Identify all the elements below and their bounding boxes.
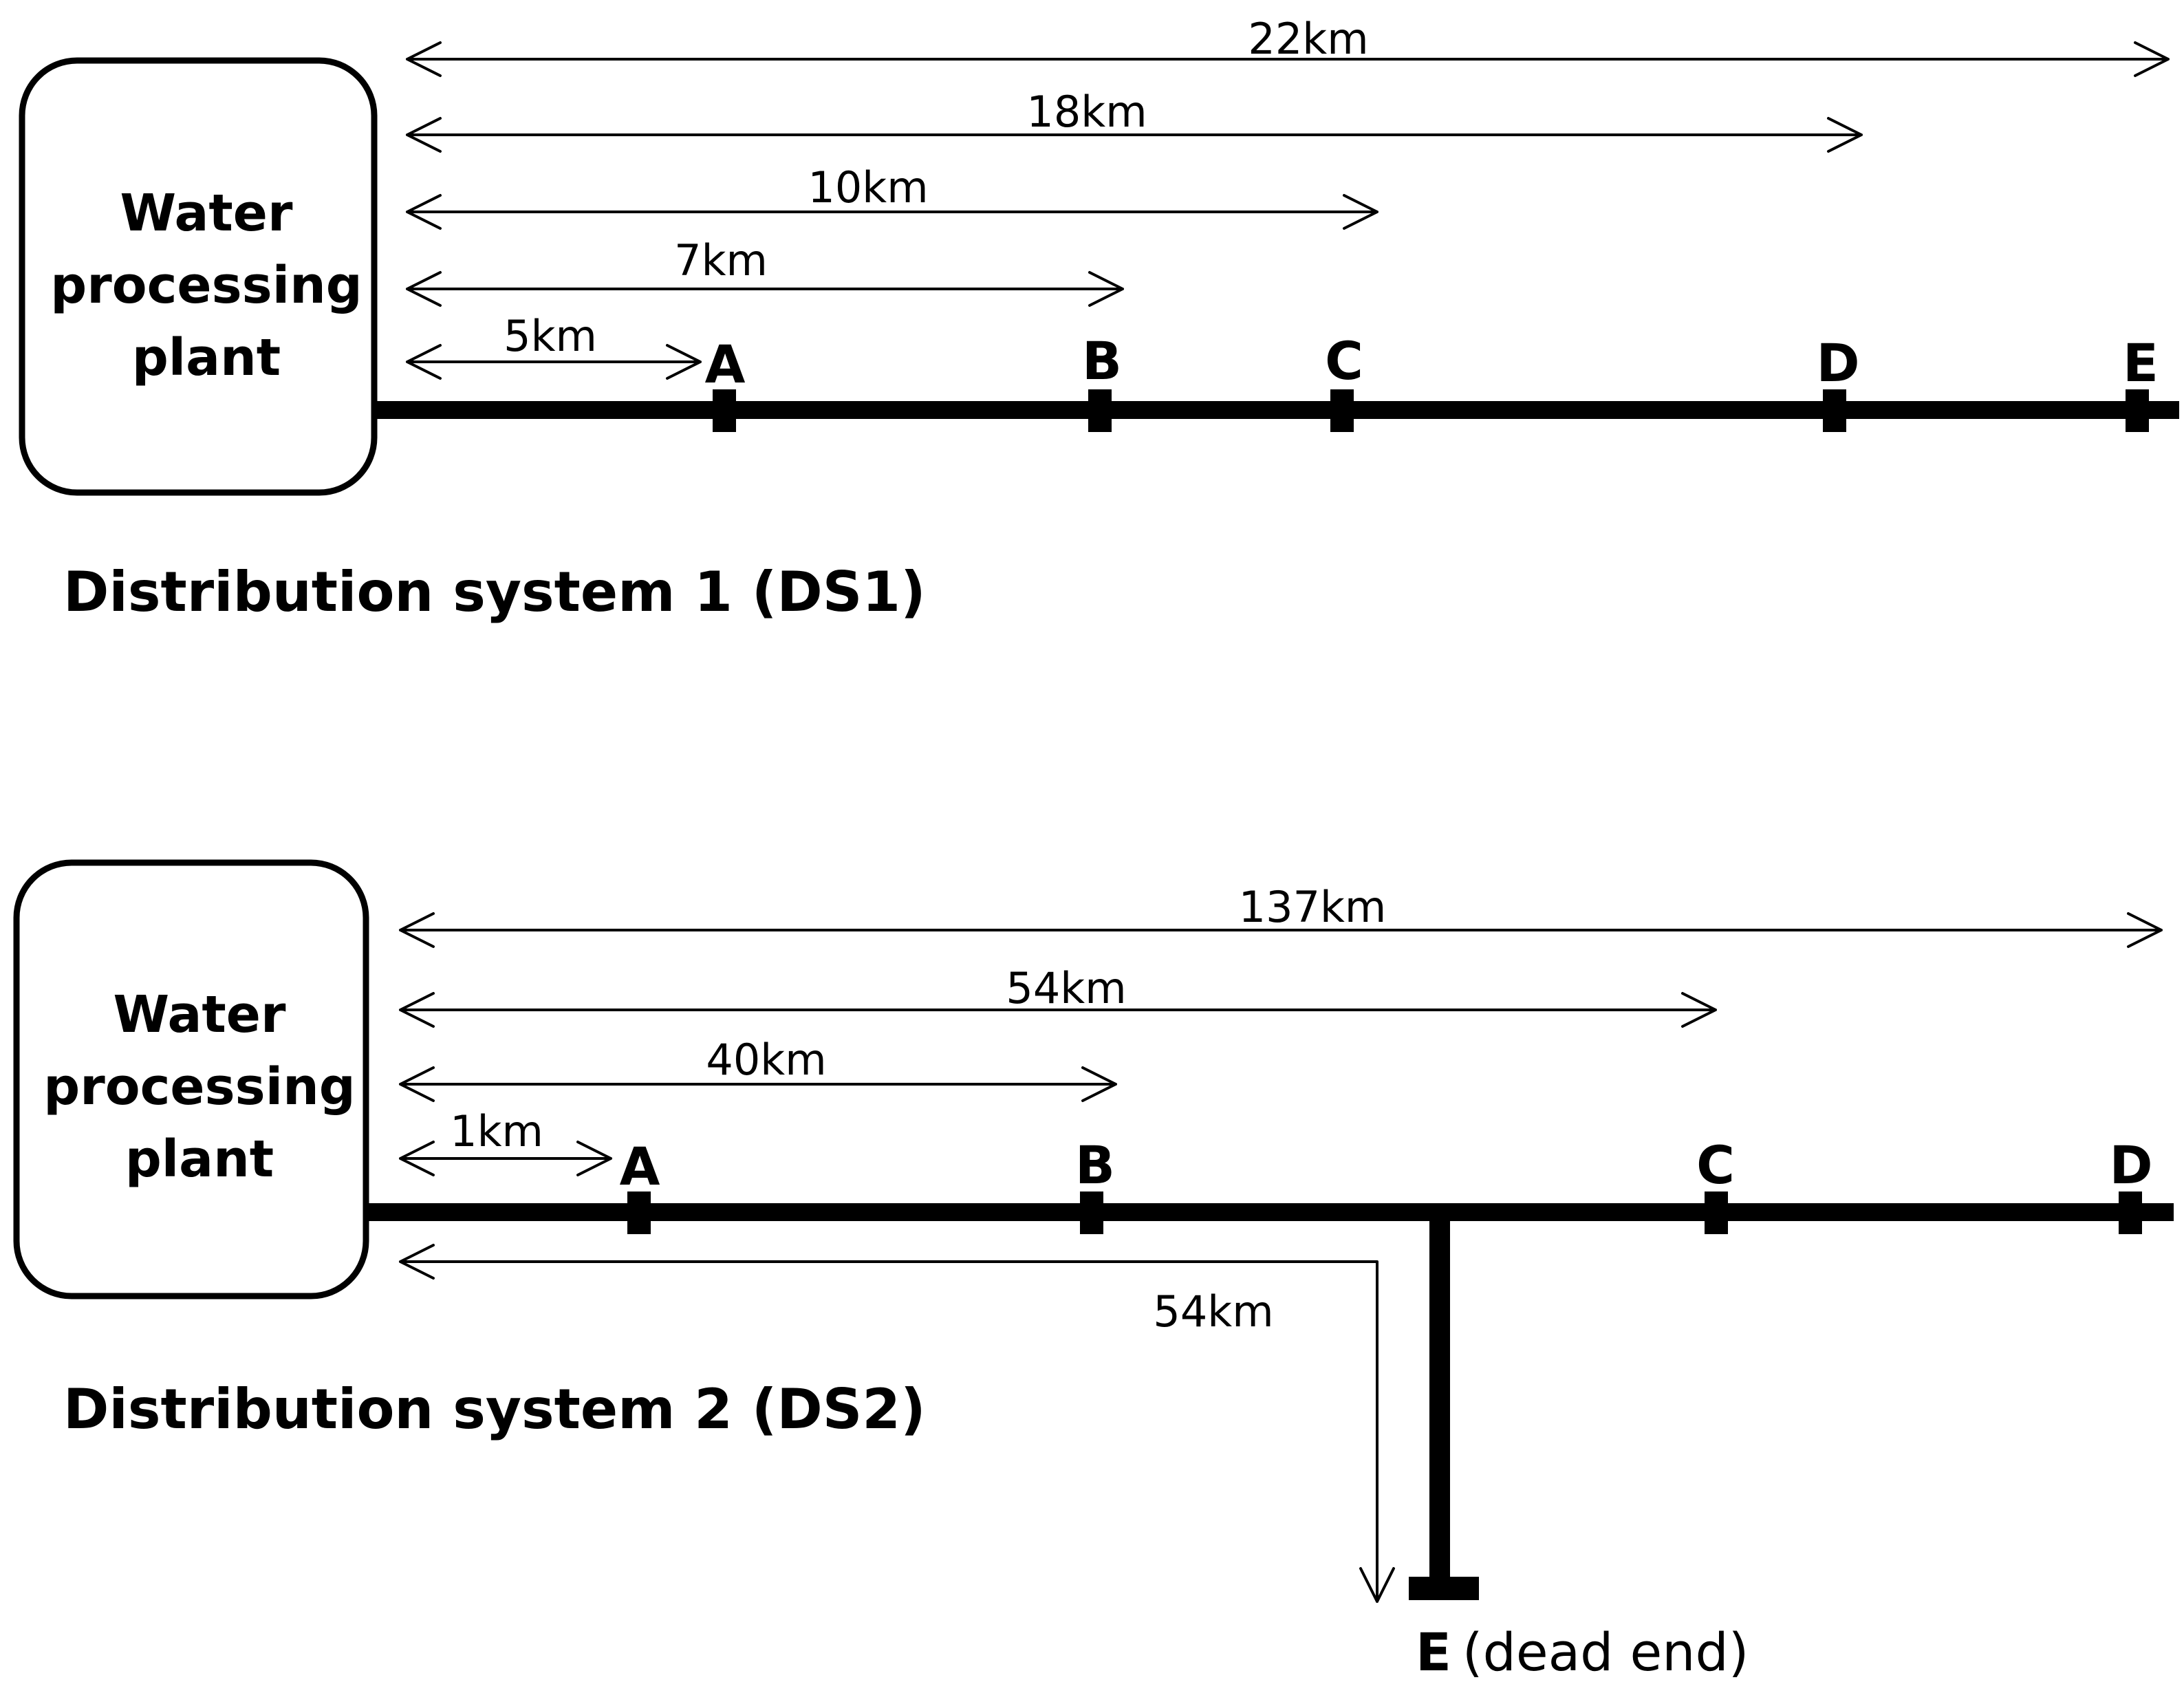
- ds2-dimension-arrow-40km: [399, 1066, 1117, 1102]
- ds1-plant-label-line3: plant: [132, 328, 281, 387]
- ds2-distance-label-54km: 54km: [1006, 963, 1126, 1013]
- ds1-dimension-arrow-10km: [406, 194, 1378, 230]
- ds2-dimension-arrow-137km: [399, 912, 2163, 948]
- ds1-node-c-marker: [1330, 389, 1354, 432]
- ds2-dead-end-label: E(dead end): [1416, 1621, 1749, 1683]
- ds1-distance-label-18km: 18km: [1026, 87, 1147, 137]
- ds2-node-a-marker: [627, 1191, 651, 1234]
- ds2-branch-pipe: [1429, 1204, 1450, 1588]
- ds1-distance-label-5km: 5km: [504, 311, 597, 361]
- ds1-node-d-label: D: [1816, 332, 1859, 393]
- ds1-title: Distribution system 1 (DS1): [63, 560, 926, 624]
- ds1-node-b-marker: [1088, 389, 1112, 432]
- ds2-dead-end-note: (dead end): [1462, 1621, 1749, 1683]
- ds2-node-c-label: C: [1696, 1134, 1735, 1196]
- ds2-node-b-label: B: [1075, 1134, 1115, 1196]
- ds2-distance-label-1km: 1km: [450, 1106, 543, 1156]
- ds2-distance-label-40km: 40km: [706, 1035, 826, 1085]
- ds1-distance-label-22km: 22km: [1248, 14, 1368, 64]
- ds2-dimension-arrow-1km: [399, 1141, 612, 1176]
- ds2-distance-label-137km: 137km: [1239, 882, 1387, 932]
- ds1-dimension-arrow-22km: [406, 41, 2170, 77]
- ds2-node-d-label: D: [2109, 1134, 2152, 1196]
- ds1-node-a-marker: [713, 389, 736, 432]
- ds1-node-b-label: B: [1082, 330, 1122, 391]
- ds1-node-e-label: E: [2123, 332, 2159, 393]
- ds1-plant-box: [19, 57, 378, 496]
- ds1-node-a-label: A: [705, 334, 746, 395]
- ds1-node-d-marker: [1823, 389, 1846, 432]
- ds2-branch-distance-label: 54km: [1153, 1286, 1273, 1337]
- ds1-dimension-arrow-18km: [406, 117, 1863, 153]
- ds1-plant-label-line1: Water: [120, 184, 293, 243]
- ds1-node-c-label: C: [1325, 330, 1363, 391]
- ds2-node-d-marker: [2119, 1191, 2142, 1234]
- ds2-node-b-marker: [1080, 1191, 1103, 1234]
- ds2-plant-label-line2: processing: [43, 1057, 355, 1117]
- ds2-dimension-arrow-54km: [399, 992, 1717, 1028]
- ds2-node-c-marker: [1705, 1191, 1728, 1234]
- ds1-group: Water processing plant A B C D E 22km 18…: [19, 14, 2179, 624]
- ds1-dimension-arrow-7km: [406, 271, 1124, 307]
- ds1-distance-label-7km: 7km: [674, 235, 768, 285]
- ds2-dead-end-cap: [1409, 1577, 1479, 1600]
- ds2-plant-box: [13, 859, 369, 1300]
- ds2-node-a-label: A: [620, 1136, 660, 1197]
- ds2-plant-label-line3: plant: [125, 1130, 274, 1189]
- ds2-branch-dimension-arrow-54km: [399, 1244, 1395, 1603]
- ds1-node-e-marker: [2126, 389, 2149, 432]
- ds2-title: Distribution system 2 (DS2): [63, 1377, 926, 1441]
- ds2-dead-end-node-label: E: [1416, 1621, 1451, 1683]
- ds2-plant-label-line1: Water: [113, 985, 286, 1044]
- ds1-dimension-arrow-5km: [406, 344, 702, 380]
- ds1-plant-label-line2: processing: [50, 256, 362, 315]
- ds1-distance-label-10km: 10km: [808, 162, 928, 213]
- ds2-group: Water processing plant A B C D 137km 54k…: [13, 859, 2174, 1683]
